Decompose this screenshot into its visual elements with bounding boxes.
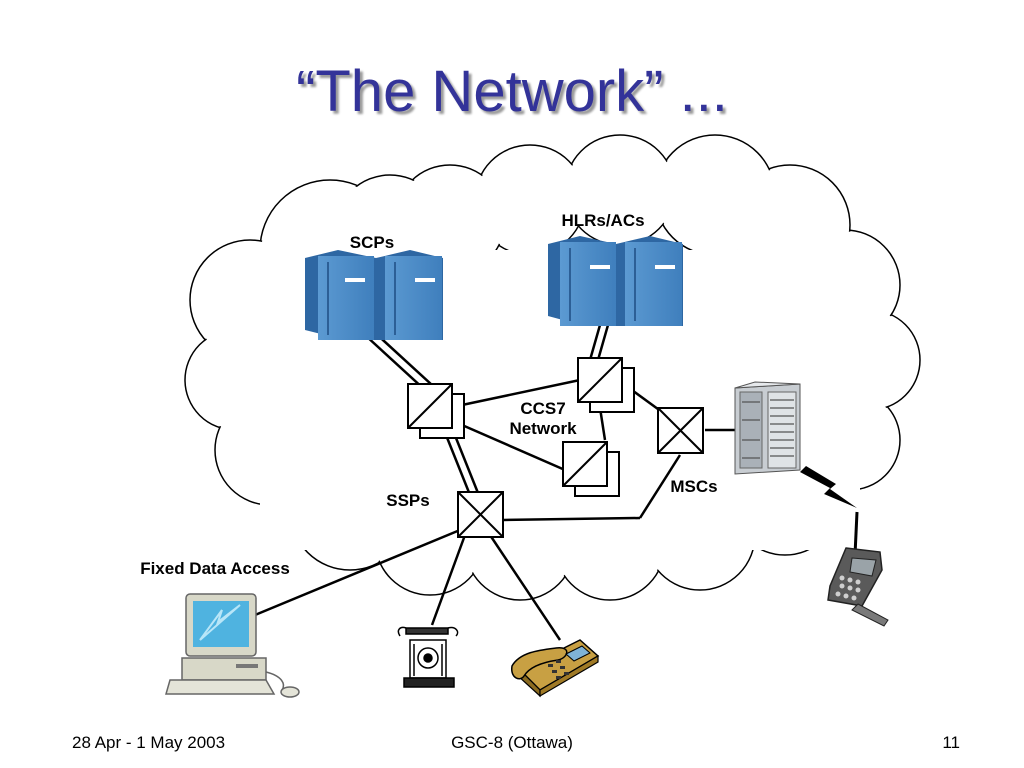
scp-servers <box>305 250 443 340</box>
equipment-rack-icon <box>734 381 801 475</box>
desktop-computer-icon <box>165 593 300 698</box>
footer-page-number: 11 <box>942 733 960 752</box>
ssp-switch <box>457 491 504 538</box>
desk-telephone-icon <box>511 639 600 698</box>
stp-switch-top <box>577 357 635 413</box>
stp-switch-bottom <box>562 441 620 497</box>
hlr-servers <box>548 236 683 326</box>
ssps-label: SSPs <box>386 491 429 510</box>
stp-switch-left <box>407 383 465 439</box>
network-links <box>254 324 735 641</box>
fixed-access-label: Fixed Data Access <box>140 559 290 578</box>
footer-date: 28 Apr - 1 May 2003 <box>72 733 226 752</box>
scps-label: SCPs <box>350 233 394 252</box>
footer-event: GSC-8 (Ottawa) <box>451 733 573 752</box>
msc-label: MSCs <box>670 477 717 496</box>
mobile-phone-icon <box>827 511 889 627</box>
ccs7-label-line2: Network <box>509 419 577 438</box>
slide-title: “The Network” ... <box>296 59 728 124</box>
cloud-fill <box>186 136 919 599</box>
antique-telephone-icon <box>397 626 459 688</box>
ccs7-label-line1: CCS7 <box>520 399 565 418</box>
msc-switch <box>657 407 704 454</box>
hlrs-label: HLRs/ACs <box>561 211 644 230</box>
wireless-lightning-icon <box>800 466 857 508</box>
